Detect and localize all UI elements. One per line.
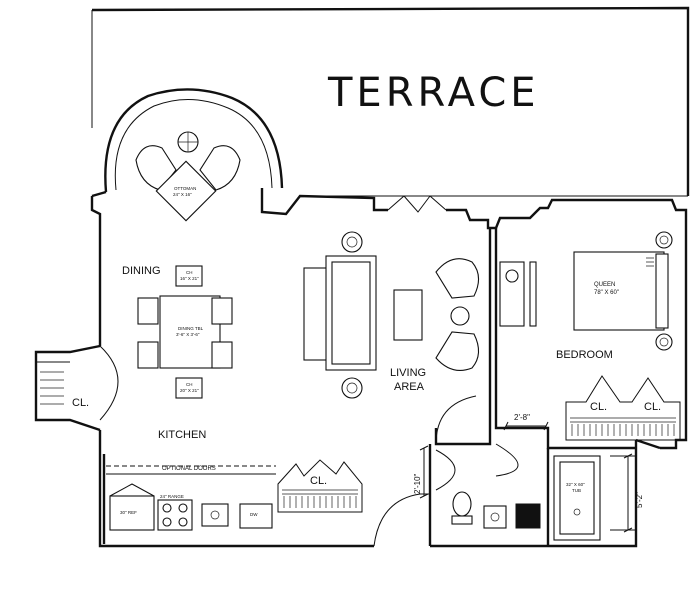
kitchen-closet [277, 459, 363, 513]
bathroom-fixtures [451, 455, 601, 541]
room-label-closet-left: CL. [72, 397, 89, 409]
optional-doors-label: OPTIONAL DOORS [162, 466, 216, 472]
room-label-bedroom: BEDROOM [556, 349, 613, 361]
room-label-kitchen: KITCHEN [158, 429, 206, 441]
ottoman-size: 24" X 16" [173, 192, 192, 197]
chair-top-size: 16" X 21" [180, 276, 199, 281]
room-label-dining: DINING [122, 265, 161, 277]
dishwasher-label: DW [250, 512, 258, 517]
room-label-closet-kitchen: CL. [310, 475, 327, 487]
chair-top-label: CH [186, 270, 193, 275]
dining-table-size: 3'-6" X 3'-6" [176, 332, 200, 337]
bay-seating [135, 131, 241, 222]
tub-size: 32" X 60" [566, 482, 585, 487]
chair-bottom-size: 20" X 21" [180, 388, 199, 393]
room-label-living-1: LIVING [390, 367, 426, 379]
tub-label: TUB [572, 488, 581, 493]
dining-table-label: DINING TBL [178, 326, 204, 331]
room-label-terrace: TERRACE [327, 70, 540, 116]
room-label-closet-bed1: CL. [590, 401, 607, 413]
living-furniture [303, 231, 537, 399]
dimension-lines [419, 421, 636, 533]
terrace-outline [91, 6, 690, 197]
ottoman-label: OTTOMAN [174, 186, 196, 191]
bed-label: QUEEN [594, 282, 615, 288]
closet-left-shelving [40, 371, 64, 405]
bedroom-furniture [573, 231, 673, 351]
bedroom-closets [565, 375, 681, 441]
doors [99, 195, 519, 547]
room-label-closet-bed2: CL. [644, 401, 661, 413]
dim-hall-width: 2'-8" [514, 413, 530, 422]
bed-size: 78" X 60" [594, 290, 619, 296]
kitchen-appliances [109, 483, 273, 531]
exterior-walls [34, 88, 688, 548]
chair-bottom-label: CH [186, 382, 193, 387]
dining-set [137, 265, 233, 399]
dim-bath-depth: 5'-2" [635, 492, 644, 508]
dim-hall-depth: 2'-10" [413, 473, 422, 494]
refrigerator-label: 30" REF [120, 510, 137, 515]
stove-label: 24" RANGE [160, 494, 184, 499]
room-label-living-2: AREA [394, 381, 425, 393]
